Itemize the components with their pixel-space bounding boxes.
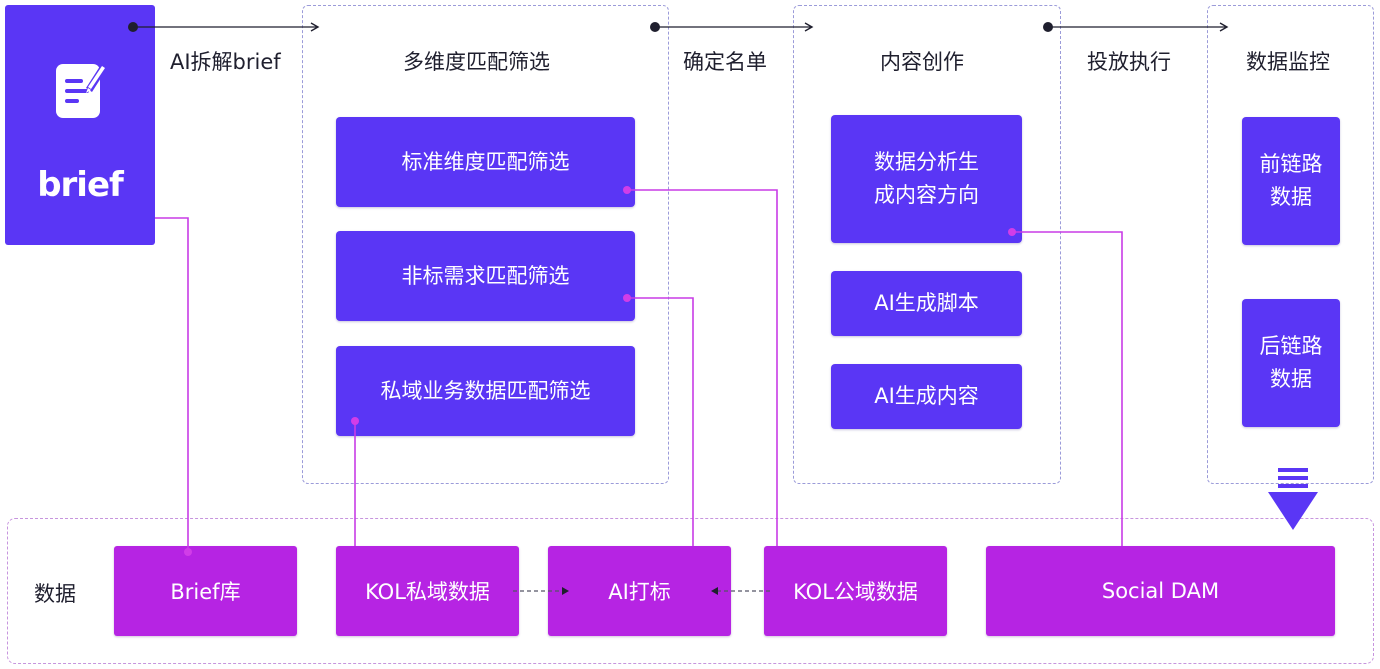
brief-card: brief — [5, 5, 155, 245]
ai-script-label: AI生成脚本 — [874, 291, 979, 315]
ai-content-box: AI生成内容 — [831, 364, 1022, 429]
nonstandard-matching-label: 非标需求匹配筛选 — [401, 263, 570, 288]
content-stage-frame — [793, 5, 1061, 484]
kol-public-data-label: KOL公域数据 — [793, 580, 918, 604]
stage-label-content: 内容创作 — [880, 50, 964, 74]
standard-matching-label: 标准维度匹配筛选 — [401, 149, 570, 174]
front-funnel-line2: 数据 — [1270, 185, 1312, 209]
document-edit-icon — [56, 63, 108, 118]
connector-dots — [184, 186, 1016, 556]
social-dam-label: Social DAM — [1101, 579, 1220, 603]
back-funnel-data-box: 后链路 数据 — [1242, 299, 1340, 427]
stage-label-confirm: 确定名单 — [683, 50, 767, 74]
back-funnel-line1: 后链路 — [1259, 334, 1323, 358]
data-connectors — [155, 189, 1123, 553]
data-row-label: 数据 — [34, 582, 76, 606]
stage-label-launch: 投放执行 — [1087, 50, 1171, 74]
content-direction-line1: 数据分析生 — [874, 150, 979, 174]
content-direction-line2: 成内容方向 — [874, 183, 979, 207]
front-funnel-data-box: 前链路 数据 — [1242, 117, 1340, 245]
stage-label-decompose: AI拆解brief — [170, 50, 281, 74]
kol-private-data-label: KOL私域数据 — [365, 580, 490, 604]
front-funnel-line1: 前链路 — [1259, 152, 1323, 176]
social-dam-box: Social DAM — [986, 546, 1335, 636]
standard-matching-box: 标准维度匹配筛选 — [336, 117, 635, 207]
ai-tagging-label: AI打标 — [608, 580, 671, 604]
kol-public-data-box: KOL公域数据 — [764, 546, 947, 636]
back-funnel-line2: 数据 — [1270, 367, 1312, 391]
top-flow-arrows — [128, 22, 1229, 32]
private-data-matching-box: 私域业务数据匹配筛选 — [336, 346, 635, 436]
monitor-stage-frame — [1207, 5, 1374, 484]
ai-tagging-box: AI打标 — [548, 546, 731, 636]
stage-label-matching: 多维度匹配筛选 — [403, 50, 550, 74]
ai-script-box: AI生成脚本 — [831, 271, 1022, 336]
ai-content-label: AI生成内容 — [874, 384, 979, 408]
brief-library-box: Brief库 — [114, 546, 297, 636]
nonstandard-matching-box: 非标需求匹配筛选 — [336, 231, 635, 321]
brief-label: brief — [37, 165, 124, 205]
content-direction-box: 数据分析生 成内容方向 — [831, 115, 1022, 243]
stage-label-monitor: 数据监控 — [1246, 50, 1330, 74]
brief-library-label: Brief库 — [170, 580, 241, 604]
data-layer-frame — [7, 518, 1374, 664]
matching-stage-frame — [302, 5, 669, 484]
down-arrow-icon — [1268, 468, 1318, 530]
private-data-matching-label: 私域业务数据匹配筛选 — [380, 378, 591, 403]
kol-private-data-box: KOL私域数据 — [336, 546, 519, 636]
